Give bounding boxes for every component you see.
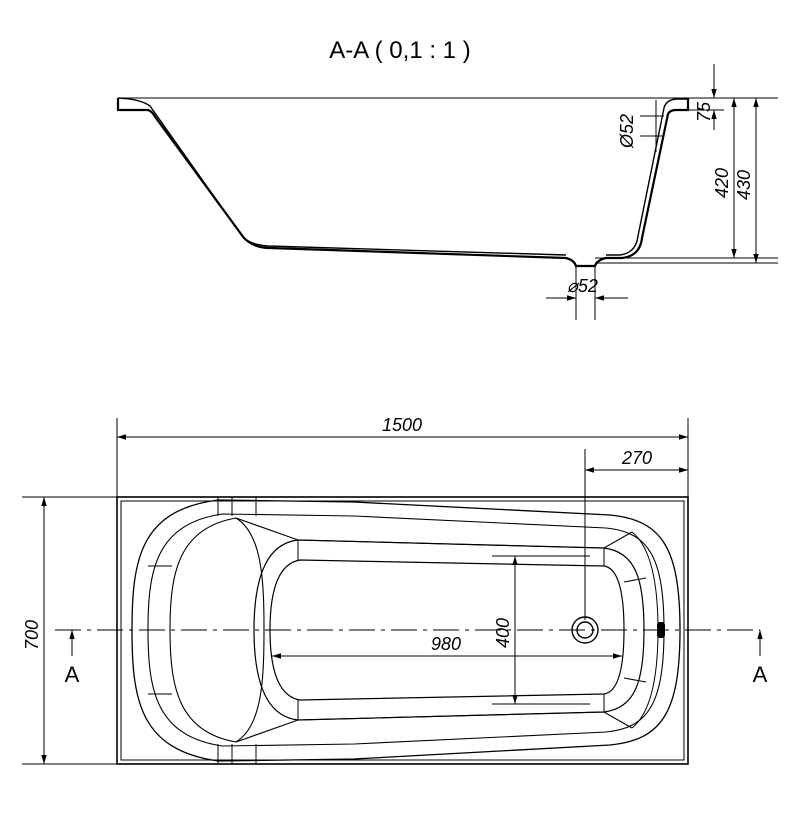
- section-title: A-A ( 0,1 : 1 ): [329, 37, 470, 64]
- overflow-icon: [657, 622, 665, 638]
- tub-shell-outline: [116, 98, 690, 268]
- drain-inner-ring: [576, 621, 594, 639]
- inner-width-label: 400: [493, 618, 513, 648]
- width-label: 700: [22, 620, 42, 650]
- total-depth-label: 430: [734, 170, 754, 200]
- plan-view: 1500 270 700: [22, 415, 768, 765]
- tub-shell-inner-lip: [117, 97, 567, 256]
- section-view: A-A ( 0,1 : 1 ) ⌀52 Ø52 75 420 430: [116, 37, 778, 320]
- basin-bottom-inner: [269, 559, 625, 701]
- drain-diameter-label: ⌀52: [567, 276, 598, 296]
- inner-depth-label: 420: [712, 168, 732, 198]
- drain-icon: [571, 616, 599, 644]
- foot-facet-line-top: [623, 577, 647, 583]
- overflow-diameter-label: Ø52: [617, 114, 637, 149]
- drain-offset-label: 270: [621, 448, 652, 468]
- length-label: 1500: [382, 415, 422, 435]
- headrest-inner-facet: [235, 517, 265, 743]
- basin-bottom-outer: [253, 539, 645, 721]
- section-mark-right: A: [753, 662, 768, 687]
- rim-height-label: 75: [694, 101, 714, 122]
- tub-shell-inner-right: [606, 98, 688, 256]
- basin-second-edge: [147, 513, 665, 747]
- foot-facet-line-bottom: [623, 677, 647, 683]
- headrest-facet: [169, 517, 237, 743]
- inner-length-label: 980: [431, 634, 461, 654]
- section-mark-left: A: [65, 662, 80, 687]
